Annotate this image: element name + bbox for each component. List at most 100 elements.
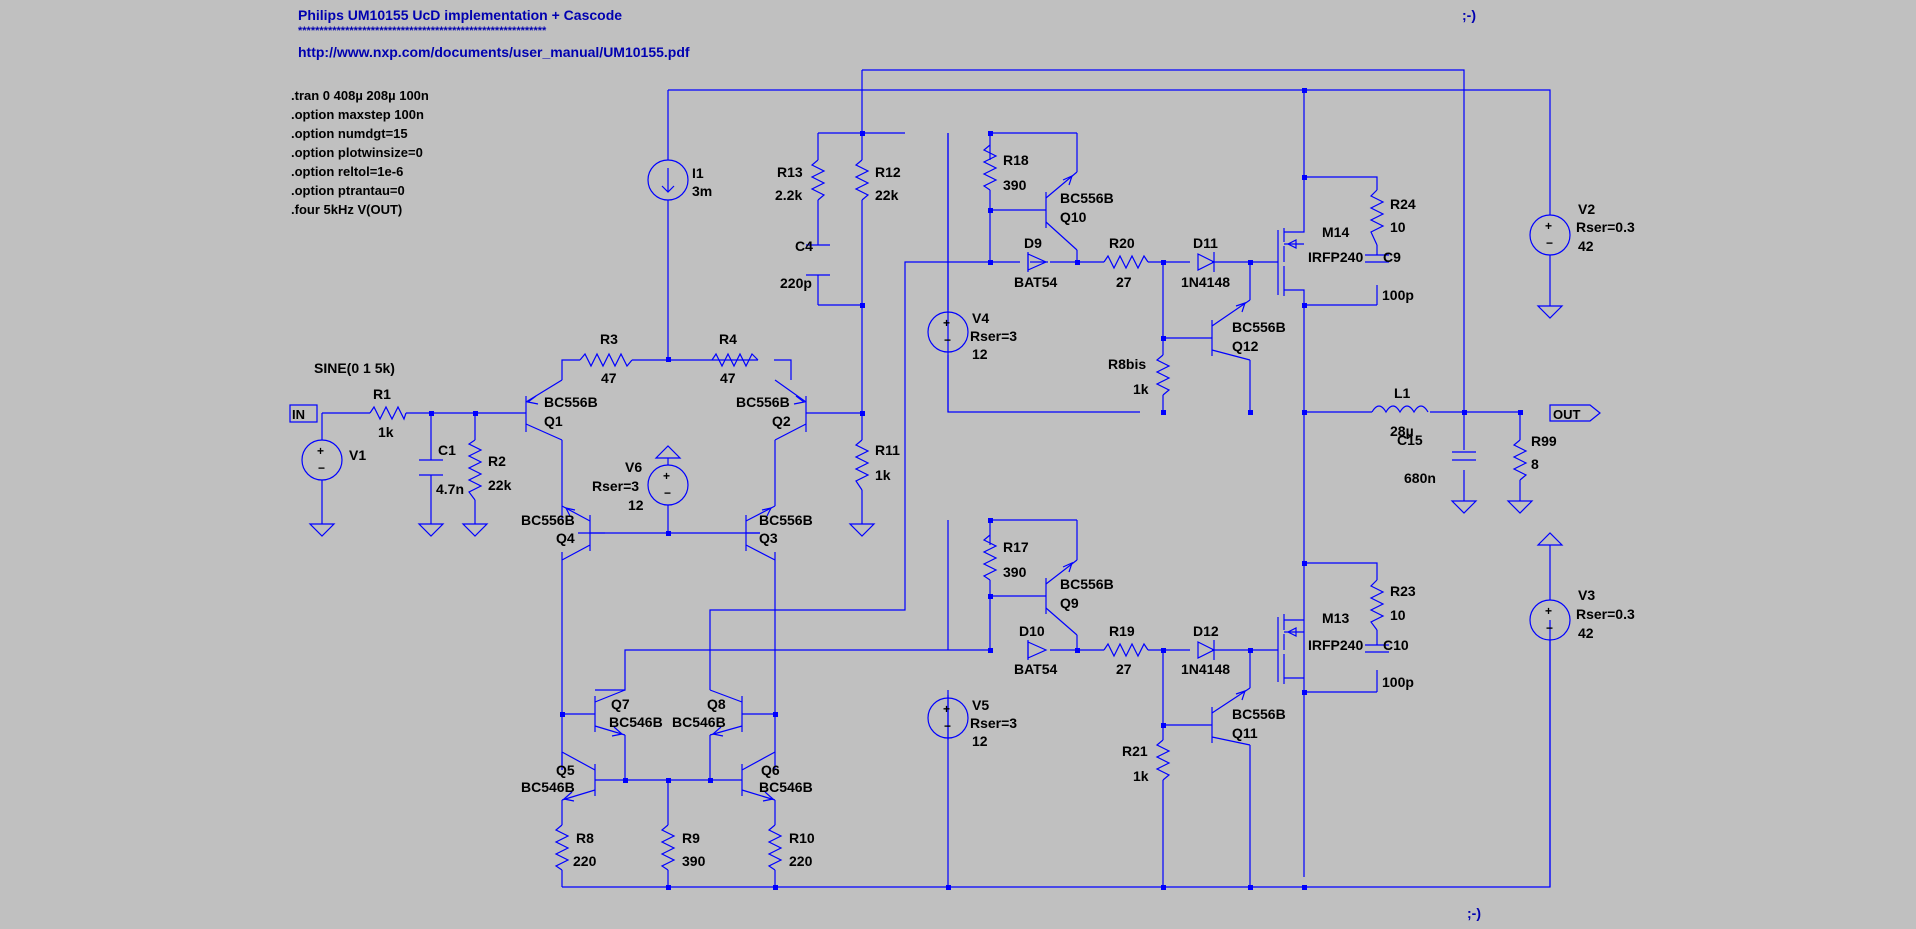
source-v3[interactable]: + − V3 Rser=0.3 42 [1529, 532, 1635, 641]
resistor-r10[interactable]: R10 220 [767, 824, 815, 871]
r12-name: R12 [875, 164, 901, 180]
transistor-q10[interactable]: BC556B Q10 [1045, 171, 1114, 251]
directive-tran: .tran 0 408µ 208µ 100n [291, 88, 429, 103]
source-v6[interactable]: + − V6 Rser=3 12 [592, 445, 689, 515]
resistor-r17[interactable]: R17 390 [982, 534, 1029, 581]
v2-rser: Rser=0.3 [1576, 219, 1635, 235]
inductor-l1[interactable]: L1 28µ [1371, 385, 1429, 439]
transistor-q9[interactable]: BC556B Q9 [1045, 559, 1114, 636]
svg-text:+: + [663, 469, 670, 483]
resistor-r8bis[interactable]: R8bis 1k [1108, 354, 1171, 397]
v4-value: 12 [972, 346, 988, 362]
svg-text:−: − [664, 486, 671, 500]
resistor-r24[interactable]: R24 10 [1369, 189, 1416, 246]
capacitor-c9[interactable]: C9 100p [1365, 249, 1414, 303]
transistor-q8[interactable]: Q8 BC546B [672, 689, 743, 737]
mosfet-m13[interactable]: M13 IRFP240 [1250, 610, 1363, 684]
transistor-q12[interactable]: BC556B Q12 [1211, 299, 1286, 361]
resistor-r23[interactable]: R23 10 [1369, 579, 1416, 631]
q6-model: BC546B [759, 779, 813, 795]
diode-d11[interactable]: D11 1N4148 [1181, 235, 1230, 290]
resistor-r18[interactable]: R18 390 [982, 144, 1029, 193]
r8bis-value: 1k [1133, 381, 1149, 397]
resistor-r99[interactable]: R99 8 [1507, 433, 1557, 514]
c1-value: 4.7n [436, 481, 464, 497]
d11-name: D11 [1193, 235, 1218, 251]
resistor-r11[interactable]: R11 1k [854, 439, 900, 491]
q11-model: BC556B [1232, 706, 1286, 722]
transistor-q5[interactable]: Q5 BC546B [521, 751, 596, 802]
source-v5[interactable]: + − V5 Rser=3 12 [927, 697, 1017, 749]
r8-name: R8 [576, 830, 594, 846]
transistor-q3[interactable]: BC556B Q3 [745, 505, 813, 561]
resistor-r19[interactable]: R19 27 [1103, 623, 1149, 677]
r2-name: R2 [488, 453, 506, 469]
r4-value: 47 [720, 370, 736, 386]
transistor-q6[interactable]: Q6 BC546B [741, 751, 813, 802]
transistor-q7[interactable]: Q7 BC546B [594, 689, 663, 737]
diode-d12[interactable]: D12 1N4148 [1181, 623, 1230, 677]
transistor-q1[interactable]: BC556B Q1 [525, 379, 598, 441]
resistor-r20[interactable]: R20 27 [1103, 235, 1149, 290]
smiley-bottom: ;-) [1467, 905, 1481, 921]
resistor-r1[interactable]: R1 1k [369, 386, 407, 440]
r20-name: R20 [1109, 235, 1135, 251]
q4-name: Q4 [556, 530, 575, 546]
resistor-r2[interactable]: R2 22k [467, 439, 512, 501]
svg-text:−: − [944, 719, 951, 733]
directive-numdgt: .option numdgt=15 [291, 126, 408, 141]
capacitor-c4[interactable]: C4 220p [780, 238, 830, 291]
v3-name: V3 [1578, 587, 1595, 603]
resistor-r21[interactable]: R21 1k [1122, 739, 1171, 784]
manual-url[interactable]: http://www.nxp.com/documents/user_manual… [298, 44, 690, 60]
svg-text:+: + [317, 444, 324, 458]
transistor-q2[interactable]: BC556B Q2 [736, 379, 807, 441]
mosfet-m14[interactable]: M14 IRFP240 [1250, 224, 1363, 296]
l1-value: 28µ [1390, 423, 1414, 439]
port-in-label: IN [292, 407, 305, 422]
d11-model: 1N4148 [1181, 274, 1230, 290]
source-i1[interactable]: I1 3m [647, 159, 712, 201]
diode-d10[interactable]: D10 BAT54 [1014, 623, 1058, 677]
transistor-q4[interactable]: BC556B Q4 [521, 505, 605, 561]
port-in[interactable]: IN [289, 404, 318, 423]
capacitor-c1[interactable]: C1 4.7n [418, 442, 464, 537]
source-v4[interactable]: + − V4 Rser=3 12 [927, 310, 1017, 362]
diode-d9[interactable]: D9 BAT54 [1014, 235, 1058, 290]
m14-model: IRFP240 [1308, 249, 1363, 265]
v5-value: 12 [972, 733, 988, 749]
q8-name: Q8 [707, 696, 726, 712]
r12-value: 22k [875, 187, 899, 203]
capacitor-c10[interactable]: C10 100p [1365, 637, 1414, 690]
q4-model: BC556B [521, 512, 575, 528]
resistor-r12[interactable]: R12 22k [854, 159, 901, 203]
v4-rser: Rser=3 [970, 328, 1017, 344]
port-out[interactable]: OUT [1549, 404, 1601, 422]
q2-model: BC556B [736, 394, 790, 410]
resistor-r4[interactable]: R4 47 [711, 331, 759, 386]
resistor-r13[interactable]: R13 2.2k [775, 159, 826, 203]
source-v2[interactable]: + − V2 Rser=0.3 42 [1529, 201, 1635, 319]
r11-value: 1k [875, 467, 891, 483]
r9-value: 390 [682, 853, 706, 869]
r20-value: 27 [1116, 274, 1132, 290]
d9-model: BAT54 [1014, 274, 1058, 290]
v6-rser: Rser=3 [592, 478, 639, 494]
v1-name: V1 [349, 447, 366, 463]
ground-r2 [462, 517, 488, 537]
source-v1[interactable]: SINE(0 1 5k) + − V1 [301, 360, 395, 537]
port-out-label: OUT [1553, 407, 1581, 422]
resistor-r3[interactable]: R3 47 [579, 331, 633, 386]
r24-name: R24 [1390, 196, 1416, 212]
q9-name: Q9 [1060, 595, 1079, 611]
title-underline: ****************************************… [298, 25, 547, 37]
q7-name: Q7 [611, 696, 630, 712]
c4-value: 220p [780, 275, 812, 291]
resistor-r8[interactable]: R8 220 [554, 824, 597, 871]
resistor-r9[interactable]: R9 390 [660, 824, 706, 871]
v4-name: V4 [972, 310, 989, 326]
transistor-q11[interactable]: BC556B Q11 [1211, 687, 1286, 746]
capacitor-c15[interactable]: C15 680n [1397, 432, 1477, 514]
